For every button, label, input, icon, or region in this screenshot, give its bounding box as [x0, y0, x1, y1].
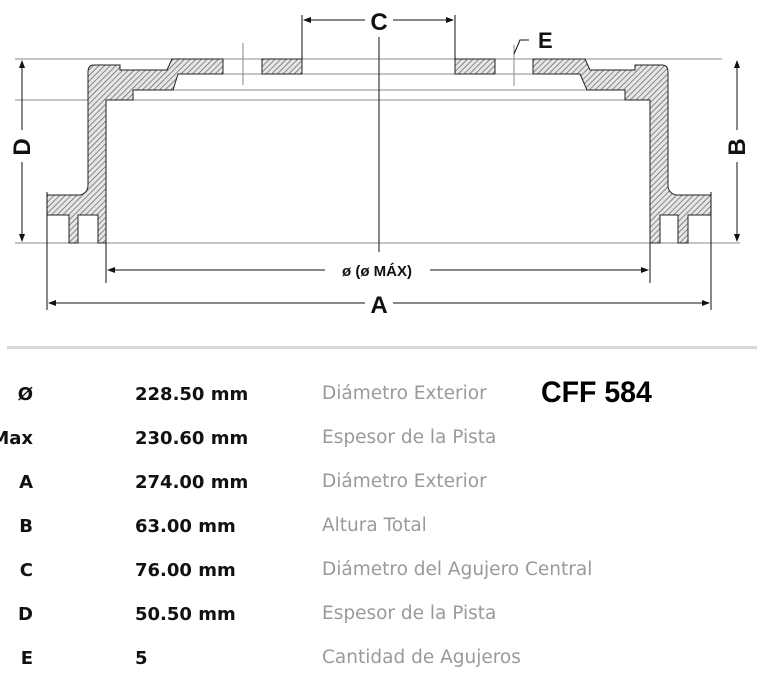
dimension-label-inner-diameter: ø (ø MÁX) [342, 263, 412, 280]
spec-description: Altura Total [322, 515, 427, 536]
left-drum-profile [46, 58, 224, 244]
spec-value: 230.60 mm [135, 428, 249, 449]
spec-value: 5 [135, 648, 148, 669]
right-drum-profile [532, 58, 712, 244]
spec-row: Ø Max 230.60 mm Espesor de la Pista [0, 427, 700, 458]
spec-value: 50.50 mm [135, 604, 236, 625]
spec-description: Diámetro Exterior [322, 383, 487, 404]
spec-label: Ø Max [0, 428, 33, 449]
dimension-label-e: E [538, 28, 553, 53]
spec-row: C 76.00 mm Diámetro del Agujero Central [0, 559, 700, 590]
dimension-label-b: B [724, 138, 751, 155]
spec-row: E 5 Cantidad de Agujeros [0, 647, 700, 678]
hub-right-segment [454, 58, 496, 75]
brake-drum-diagram: C E D B ø (ø MÁX) A [9, 9, 751, 319]
spec-description: Espesor de la Pista [322, 603, 497, 624]
spec-value: 274.00 mm [135, 472, 249, 493]
spec-row: D 50.50 mm Espesor de la Pista [0, 603, 700, 634]
drum-cross-section [46, 58, 712, 244]
dimension-lines [19, 15, 740, 310]
spec-description: Cantidad de Agujeros [322, 647, 521, 668]
spec-value: 63.00 mm [135, 516, 236, 537]
hub-left-segment [261, 58, 303, 75]
spec-row: B 63.00 mm Altura Total [0, 515, 700, 546]
spec-label: A [19, 472, 33, 493]
spec-label: E [20, 648, 33, 669]
spec-description: Espesor de la Pista [322, 427, 497, 448]
spec-label: D [18, 604, 33, 625]
spec-value: 228.50 mm [135, 384, 249, 405]
spec-description: Diámetro Exterior [322, 471, 487, 492]
spec-label: Ø [17, 384, 33, 405]
spec-row: Ø 228.50 mm Diámetro Exterior [0, 383, 700, 414]
spec-label: C [19, 560, 33, 581]
dimension-label-c: C [370, 9, 387, 36]
spec-row: A 274.00 mm Diámetro Exterior [0, 471, 700, 502]
spec-description: Diámetro del Agujero Central [322, 559, 593, 580]
dimension-label-a: A [370, 292, 387, 319]
spec-value: 76.00 mm [135, 560, 236, 581]
divider [7, 346, 757, 349]
dimension-label-d: D [9, 138, 36, 155]
spec-label: B [19, 516, 33, 537]
product-code: CFF 584 [541, 376, 652, 409]
